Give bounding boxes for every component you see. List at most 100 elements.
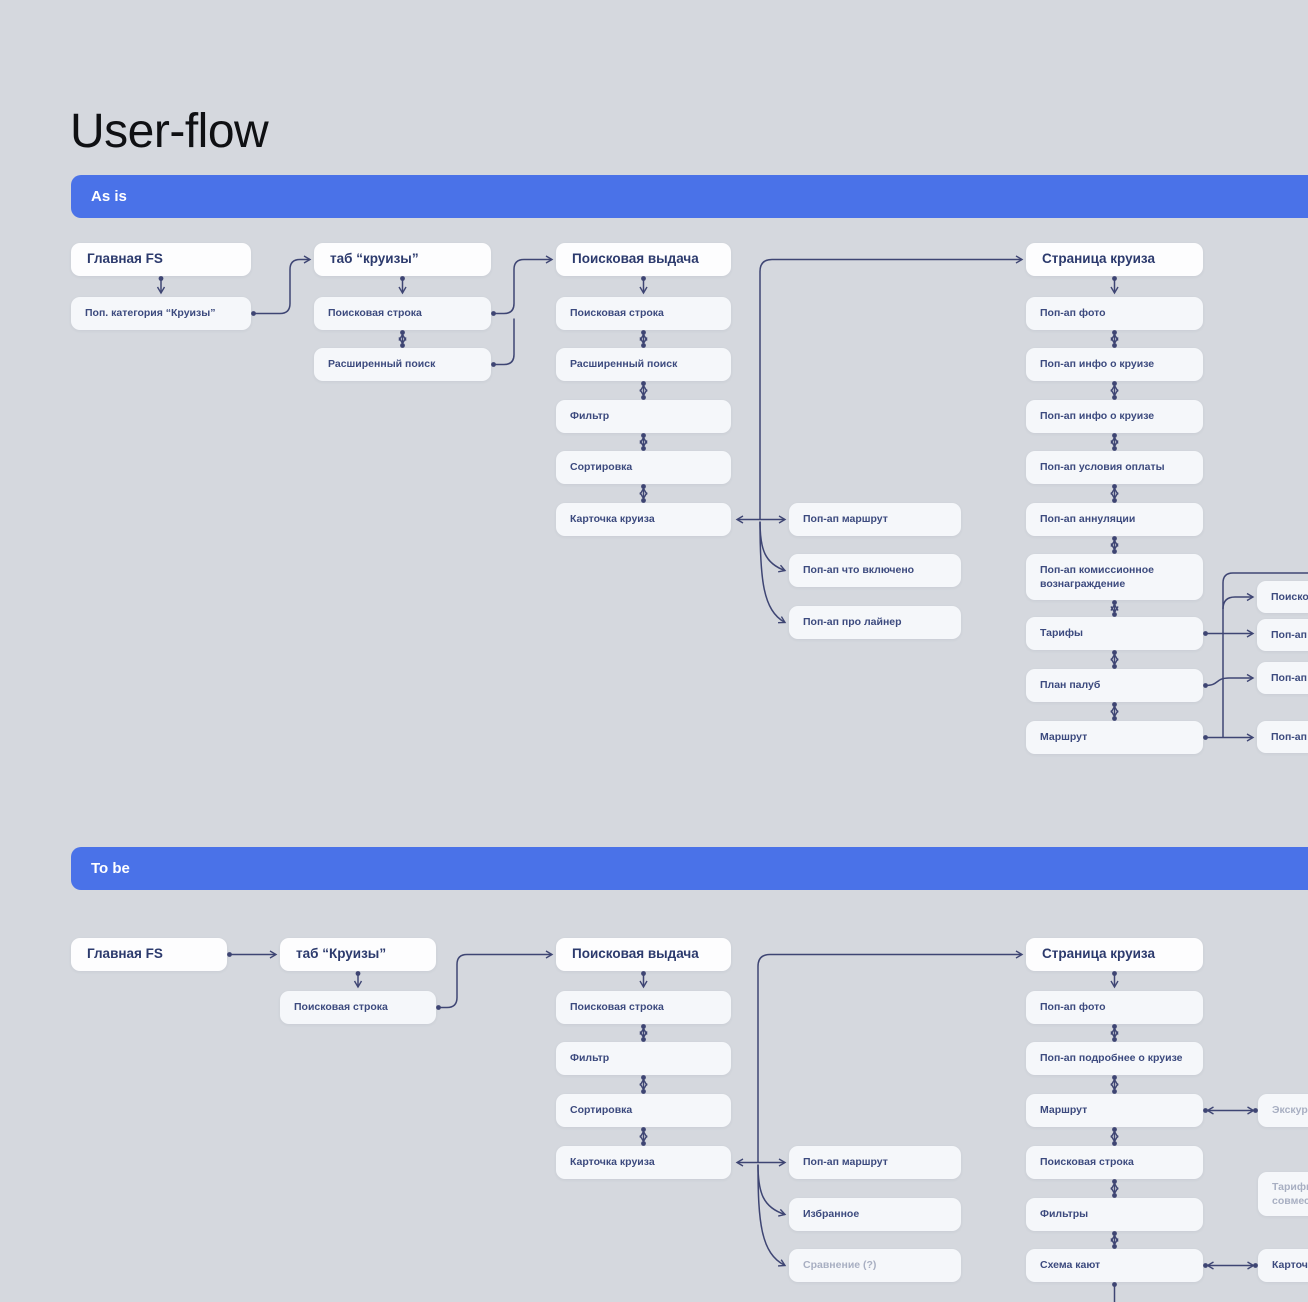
flow-node-td7: Схема кают bbox=[1026, 1249, 1203, 1282]
flow-node-label: Маршрут bbox=[1040, 731, 1088, 744]
flow-node-te1: Экскурсии bbox=[1258, 1094, 1308, 1127]
flow-node-label: Поисковая строка bbox=[570, 307, 664, 320]
flow-node-label: Поп-ап что включено bbox=[803, 564, 915, 577]
flow-node-tc4: Сортировка bbox=[556, 1094, 731, 1127]
flow-node-tb1: таб “Круизы” bbox=[280, 938, 436, 971]
flow-node-a2: Поп. категория “Круизы” bbox=[71, 297, 251, 330]
flow-node-td4: Маршрут bbox=[1026, 1094, 1203, 1127]
flow-node-label: Поисковая строка bbox=[1040, 1156, 1134, 1169]
flow-node-a1: Главная FS bbox=[71, 243, 251, 276]
flow-node-td5: Поисковая строка bbox=[1026, 1146, 1203, 1179]
flow-node-d2: Поп-ап фото bbox=[1026, 297, 1203, 330]
flow-node-td6: Фильтры bbox=[1026, 1198, 1203, 1231]
flow-node-d10: Маршрут bbox=[1026, 721, 1203, 754]
flow-node-label: Поп-ап условия оплаты bbox=[1040, 461, 1165, 474]
flow-node-ta1: Главная FS bbox=[71, 938, 227, 971]
flow-node-c2: Поисковая строка bbox=[556, 297, 731, 330]
flow-node-label: Поисковая строка bbox=[328, 307, 422, 320]
flow-node-tc1: Поисковая выдача bbox=[556, 938, 731, 971]
flow-node-label: Поп-ап комиссионное bbox=[1040, 563, 1154, 576]
flow-node-label: Сравнение (?) bbox=[803, 1259, 877, 1272]
flow-node-label: Поисковая строка bbox=[570, 1001, 664, 1014]
flow-node-tb2: Поисковая строка bbox=[280, 991, 436, 1024]
flow-node-c1: Поисковая выдача bbox=[556, 243, 731, 276]
flow-node-d4: Поп-ап инфо о круизе bbox=[1026, 400, 1203, 433]
flow-node-label: Поисковая выдача bbox=[572, 946, 699, 962]
flow-node-label: Главная FS bbox=[87, 946, 163, 962]
flow-node-label: Поп-ап инфо о круизе bbox=[1040, 358, 1155, 371]
flow-node-label: Карточка круиза bbox=[570, 1156, 655, 1169]
section-header-as-is: As is bbox=[71, 175, 1308, 218]
flow-node-label: Фильтр bbox=[570, 410, 610, 423]
flow-node-b1: таб “круизы” bbox=[314, 243, 491, 276]
flow-node-label: Поп-ап фо bbox=[1271, 671, 1308, 684]
section-header-to-be: To be bbox=[71, 847, 1308, 890]
flow-node-d8: Тарифы bbox=[1026, 617, 1203, 650]
flow-node-label: Поп-ап маршрут bbox=[803, 1156, 888, 1169]
flow-node-label: Избранное bbox=[803, 1208, 860, 1221]
flow-node-label: Карточка bbox=[1272, 1259, 1308, 1272]
flow-node-label: таб “круизы” bbox=[330, 251, 419, 267]
flow-node-te2: Тарифы (? совместил bbox=[1258, 1172, 1308, 1216]
flow-node-label: вознаграждение bbox=[1040, 578, 1126, 590]
flow-node-td1: Страница круиза bbox=[1026, 938, 1203, 971]
flow-node-c6: Карточка круиза bbox=[556, 503, 731, 536]
flow-node-label: Сортировка bbox=[570, 1104, 633, 1117]
flow-node-tc5: Карточка круиза bbox=[556, 1146, 731, 1179]
flow-node-label: Расширенный поиск bbox=[570, 358, 678, 371]
flow-node-e4: Поп-ап ка bbox=[1257, 721, 1308, 753]
flow-node-p3: Поп-ап про лайнер bbox=[789, 606, 961, 639]
section-header-label: To be bbox=[91, 860, 130, 877]
flow-node-label: Маршрут bbox=[1040, 1104, 1088, 1117]
flow-node-label: Страница круиза bbox=[1042, 946, 1155, 962]
flow-node-p2: Поп-ап что включено bbox=[789, 554, 961, 587]
flow-node-b3: Расширенный поиск bbox=[314, 348, 491, 381]
flow-node-d6: Поп-ап аннуляции bbox=[1026, 503, 1203, 536]
section-header-label: As is bbox=[91, 188, 127, 205]
flow-node-label: План палуб bbox=[1040, 679, 1101, 692]
flow-node-tp2: Избранное bbox=[789, 1198, 961, 1231]
flow-node-tc3: Фильтр bbox=[556, 1042, 731, 1075]
flow-node-td2: Поп-ап фото bbox=[1026, 991, 1203, 1024]
flow-node-d1: Страница круиза bbox=[1026, 243, 1203, 276]
flow-node-label: Поисковая строка bbox=[294, 1001, 388, 1014]
flow-node-te3: Карточка bbox=[1258, 1249, 1308, 1282]
flow-node-label: Поп-ап аннуляции bbox=[1040, 513, 1136, 526]
flow-node-label: Поп-ап фото bbox=[1040, 1001, 1106, 1014]
flow-node-label: Тарифы (? bbox=[1272, 1180, 1308, 1193]
flow-node-label: Поп-ап ка bbox=[1271, 730, 1308, 743]
flow-node-label: Поп-ап инфо о круизе bbox=[1040, 410, 1155, 423]
flow-node-c4: Фильтр bbox=[556, 400, 731, 433]
flow-node-label: Главная FS bbox=[87, 251, 163, 267]
flow-node-d3: Поп-ап инфо о круизе bbox=[1026, 348, 1203, 381]
flow-node-label: Схема кают bbox=[1040, 1259, 1101, 1272]
flow-node-label: совместил bbox=[1272, 1195, 1308, 1207]
flow-node-label: Расширенный поиск bbox=[328, 358, 436, 371]
flow-node-label: Страница круиза bbox=[1042, 251, 1155, 267]
flow-node-label: Поп. категория “Круизы” bbox=[85, 307, 216, 320]
flow-node-d5: Поп-ап условия оплаты bbox=[1026, 451, 1203, 484]
flow-node-d7: Поп-ап комиссионное вознаграждение bbox=[1026, 554, 1203, 600]
flow-node-tp3: Сравнение (?) bbox=[789, 1249, 961, 1282]
flow-node-label: таб “Круизы” bbox=[296, 946, 387, 962]
flow-node-td3: Поп-ап подробнее о круизе bbox=[1026, 1042, 1203, 1075]
flow-node-label: Фильтр bbox=[570, 1052, 610, 1065]
flow-node-label: Экскурсии bbox=[1272, 1104, 1308, 1117]
flow-node-b2: Поисковая строка bbox=[314, 297, 491, 330]
flow-node-label: Поп-ап “ви bbox=[1271, 628, 1308, 641]
flow-node-label: Поп-ап маршрут bbox=[803, 513, 888, 526]
flow-node-p1: Поп-ап маршрут bbox=[789, 503, 961, 536]
flow-node-label: Карточка круиза bbox=[570, 513, 655, 526]
flow-node-label: Тарифы bbox=[1040, 627, 1084, 640]
flow-node-label: Фильтры bbox=[1040, 1208, 1089, 1221]
flow-node-label: Поп-ап про лайнер bbox=[803, 616, 902, 629]
flow-node-label: Поп-ап фото bbox=[1040, 307, 1106, 320]
flow-node-label: Поисковая выдача bbox=[572, 251, 699, 267]
flow-node-label: Поисковая bbox=[1271, 590, 1308, 603]
flow-node-label: Сортировка bbox=[570, 461, 633, 474]
page-title: User-flow bbox=[70, 105, 269, 159]
flow-node-c5: Сортировка bbox=[556, 451, 731, 484]
flow-node-d9: План палуб bbox=[1026, 669, 1203, 702]
flow-node-tp1: Поп-ап маршрут bbox=[789, 1146, 961, 1179]
flow-node-c3: Расширенный поиск bbox=[556, 348, 731, 381]
